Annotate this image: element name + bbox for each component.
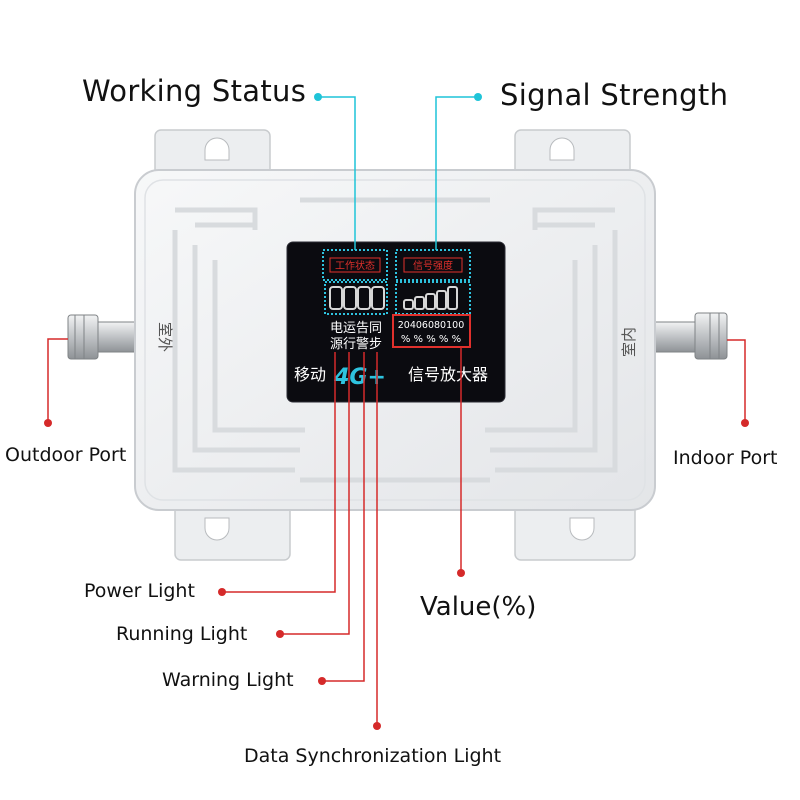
- signal-box-title: 信号强度: [413, 259, 453, 272]
- signal-bars: [395, 281, 471, 315]
- brand-badge: 4G+: [333, 365, 386, 390]
- working-status-label: Working Status: [82, 74, 307, 108]
- indoor-connector: [654, 312, 728, 360]
- cyan-leaders: [318, 96, 478, 250]
- lcd-panel: 工作状态 信号强度 电运告同 源行警步 20406080100 % % %: [286, 241, 506, 403]
- percent-row: % % % % %: [401, 334, 461, 345]
- red-leaders: [47, 338, 746, 726]
- data-sync-light-label: Data Synchronization Light: [244, 745, 502, 767]
- signal-strength-label: Signal Strength: [500, 78, 729, 112]
- value-label: Value(%): [420, 592, 537, 622]
- working-status-dot: [314, 93, 322, 101]
- warning-light-label: Warning Light: [162, 669, 294, 691]
- brand-right: 信号放大器: [408, 365, 488, 384]
- status-labels-row1: 电运告同: [330, 321, 382, 336]
- brand-left: 移动: [294, 365, 326, 384]
- indoor-side-text: 室内: [620, 327, 638, 357]
- status-labels-row2: 源行警步: [330, 336, 382, 352]
- outdoor-port-label: Outdoor Port: [5, 444, 127, 466]
- power-light-label: Power Light: [84, 580, 195, 602]
- running-light-label: Running Light: [116, 623, 248, 645]
- signal-strength-dot: [474, 93, 482, 101]
- indoor-port-label: Indoor Port: [673, 447, 778, 469]
- red-leader-dots: [44, 419, 749, 730]
- outdoor-connector: [67, 314, 137, 360]
- outdoor-side-text: 室外: [156, 322, 174, 352]
- status-digit-cells: [324, 281, 388, 315]
- status-box-title: 工作状态: [335, 259, 375, 272]
- signal-scale: 20406080100: [398, 320, 465, 331]
